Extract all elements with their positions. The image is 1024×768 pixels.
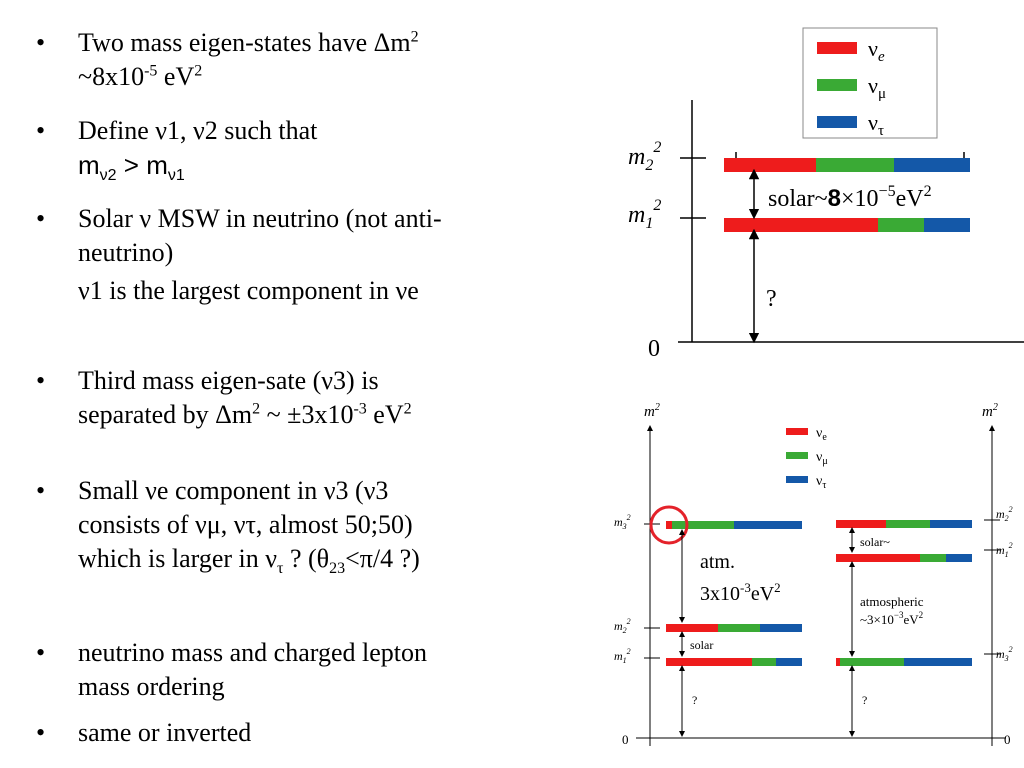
atm-value: 3x10-3eV2 xyxy=(700,580,781,605)
solar-splitting-label: solar~8×10−5eV2 xyxy=(768,183,932,212)
highlight-circle xyxy=(649,505,689,545)
atmospheric-label: atmospheric xyxy=(860,594,924,609)
svg-text:?: ? xyxy=(862,693,867,707)
svg-text:?: ? xyxy=(692,693,697,707)
nu3-bar-inverted xyxy=(836,658,972,666)
svg-text:νμ: νμ xyxy=(868,73,886,102)
svg-text:0: 0 xyxy=(1004,732,1011,747)
flavor-legend: νe νμ ντ xyxy=(802,27,938,139)
nu1-bar-inverted xyxy=(836,554,972,562)
solar-label-left: solar xyxy=(690,638,713,652)
nu2-bar-inverted xyxy=(836,520,972,528)
nu1-bar-normal xyxy=(666,658,802,666)
svg-text:νe: νe xyxy=(868,36,885,65)
unknown-mass-label: ? xyxy=(766,286,777,312)
atm-label: atm. xyxy=(700,551,735,573)
solar-label-right: solar~ xyxy=(860,535,890,549)
nu1-bar xyxy=(724,218,970,232)
vtau-legend-swatch xyxy=(817,116,857,128)
m3-label-left: m32 xyxy=(614,513,631,531)
mass-ordering-diagram: m2 m2 0 0 νe νμ ντ m32 m22 m12 atm. 3x10… xyxy=(614,402,1013,747)
solar-mass-diagram: νe νμ ντ m22 m12 0 solar~8×10−5eV2 ? xyxy=(628,27,1024,362)
nu2-bar-normal xyxy=(666,624,802,632)
svg-text:ντ: ντ xyxy=(868,110,884,139)
ve-legend-swatch xyxy=(817,42,857,54)
m2-label-left: m22 xyxy=(614,617,631,635)
svg-text:νμ: νμ xyxy=(816,450,828,467)
nu2-bar xyxy=(724,152,970,172)
vmu-legend-swatch xyxy=(817,79,857,91)
m2-label-right: m22 xyxy=(996,505,1013,523)
svg-text:νe: νe xyxy=(816,426,827,443)
m1-squared-label: m12 xyxy=(628,197,661,232)
svg-text:0: 0 xyxy=(622,732,629,747)
atmospheric-value: ~3×10−3eV2 xyxy=(860,610,923,627)
m3-label-right: m32 xyxy=(996,645,1013,663)
svg-text:ντ: ντ xyxy=(816,474,826,491)
m1-label-right: m12 xyxy=(996,541,1013,559)
nu3-bar-normal xyxy=(666,521,802,529)
zero-label: 0 xyxy=(648,336,660,362)
m1-label-left: m12 xyxy=(614,647,631,665)
right-axis-label: m2 xyxy=(982,402,998,420)
flavor-legend-small: νe νμ ντ xyxy=(780,422,860,494)
m2-squared-label: m22 xyxy=(628,139,661,174)
left-axis-label: m2 xyxy=(644,402,660,420)
